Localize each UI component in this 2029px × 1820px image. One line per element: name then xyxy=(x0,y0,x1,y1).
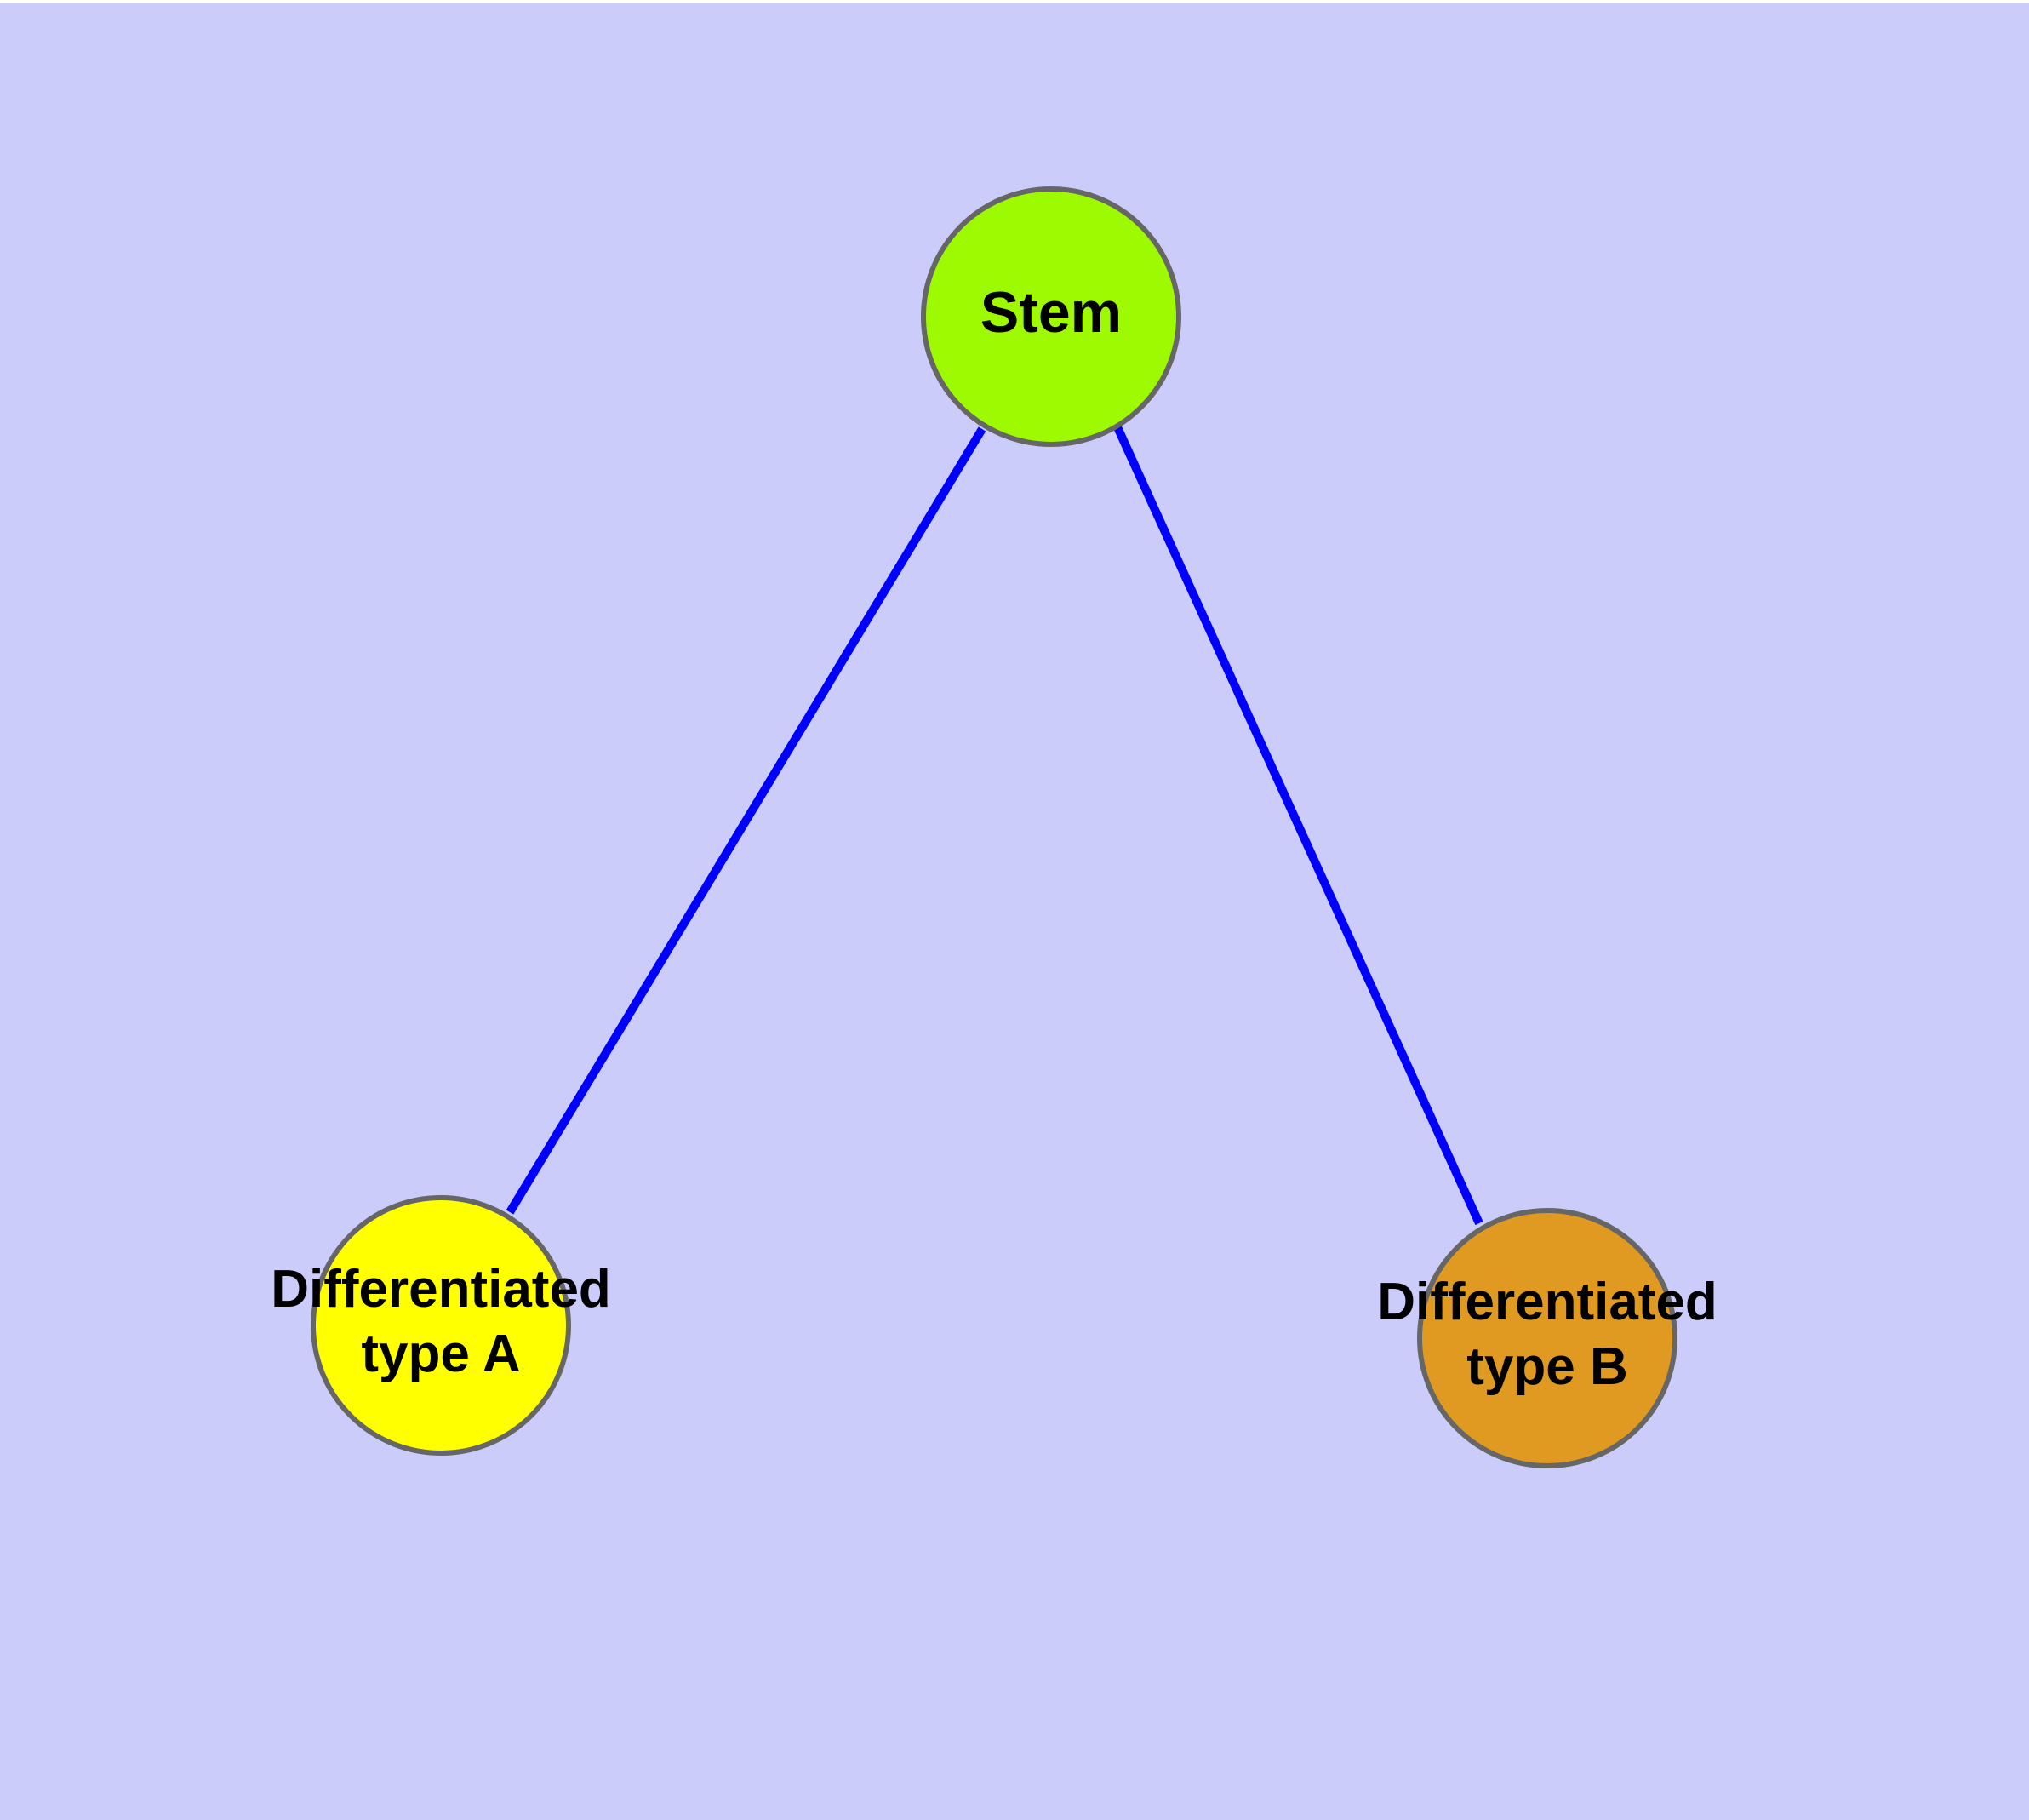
label-line: type A xyxy=(361,1325,520,1383)
node-stem-circle[interactable] xyxy=(921,186,1181,447)
node-differentiated-type-b-label: Differentiated type B xyxy=(1377,1273,1718,1396)
node-stem-label: Stem xyxy=(980,280,1122,345)
label-line: Differentiated xyxy=(271,1260,611,1319)
node-layer: Stem Differentiated type A Differentiated… xyxy=(271,186,1718,1468)
label-line: Differentiated xyxy=(1377,1273,1718,1331)
edge-stem-to-type-a[interactable] xyxy=(506,426,986,1215)
label-line: Stem xyxy=(980,280,1122,345)
diagram-plot-area: Stem Differentiated type A Differentiated… xyxy=(0,3,2029,1820)
edge-layer xyxy=(506,425,1483,1226)
node-differentiated-type-a-label: Differentiated type A xyxy=(271,1260,611,1383)
node-differentiated-type-b[interactable]: Differentiated type B xyxy=(1377,1208,1718,1468)
node-differentiated-type-b-circle[interactable] xyxy=(1417,1208,1677,1468)
node-link-graph[interactable]: Stem Differentiated type A Differentiated… xyxy=(0,3,2029,1820)
node-stem[interactable]: Stem xyxy=(921,186,1181,447)
node-differentiated-type-a[interactable]: Differentiated type A xyxy=(271,1195,611,1456)
edge-stem-to-type-b[interactable] xyxy=(1113,425,1483,1226)
node-differentiated-type-a-circle[interactable] xyxy=(311,1195,571,1456)
label-line: type B xyxy=(1466,1337,1627,1396)
